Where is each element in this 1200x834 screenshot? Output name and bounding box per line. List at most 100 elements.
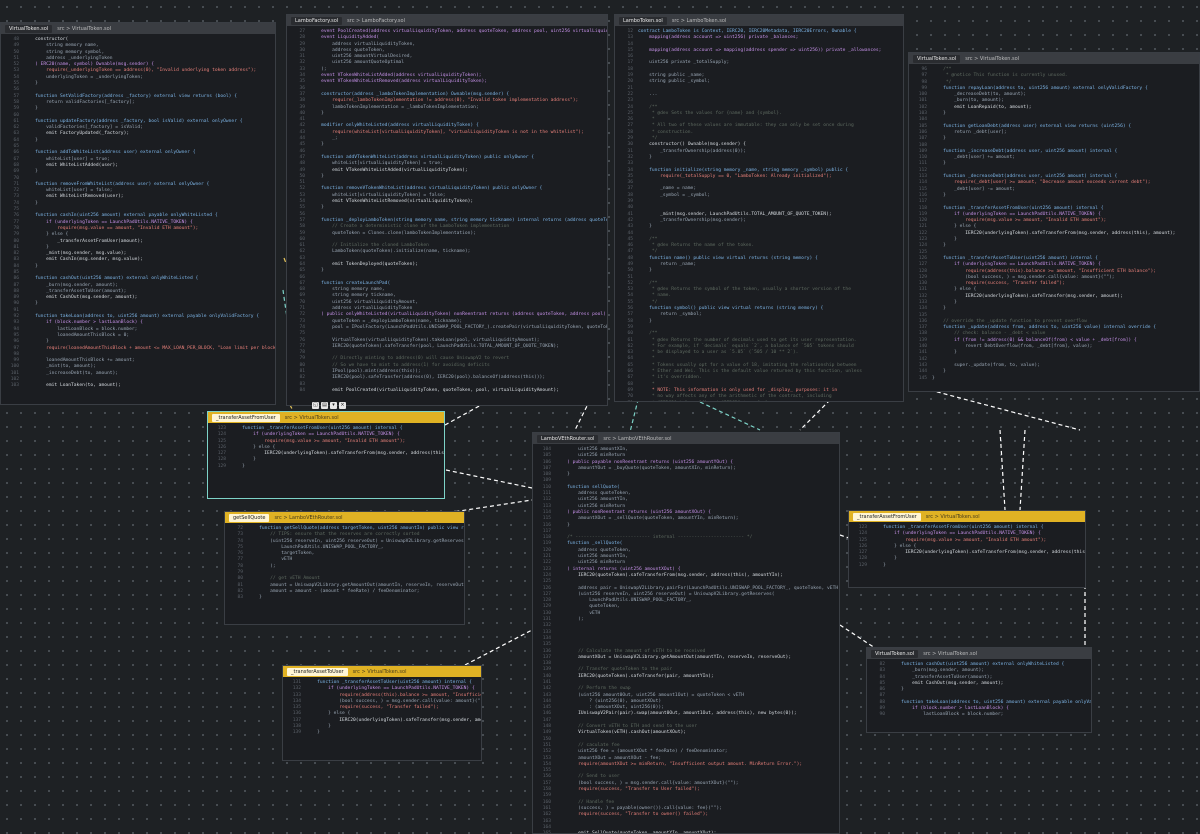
code-line[interactable]: 114 ) public nonReentrant returns (uint2…	[533, 510, 839, 516]
code-line[interactable]: 81 }	[1, 245, 275, 251]
code-line[interactable]: 70 uint256 virtualLiquidityAmount,	[287, 300, 607, 306]
code-line[interactable]: 43 require(whiteList[virtualLiquidityTok…	[287, 130, 607, 136]
code-line[interactable]: 92 function takeLoan(address to, uint256…	[1, 314, 275, 320]
function-tab[interactable]: getSellQuote	[229, 513, 270, 522]
code-line[interactable]: 157 (bool success, ) = msg.sender.call{v…	[533, 781, 839, 787]
code-line[interactable]: 142 // Perform the swap	[533, 686, 839, 692]
code-line[interactable]: 111 address quoteToken,	[533, 491, 839, 497]
code-line[interactable]: 110 _debt[user] += amount;	[909, 155, 1199, 161]
code-line[interactable]: 88 _transferAssetToUser(amount);	[1, 289, 275, 295]
code-line[interactable]: 134 }	[909, 306, 1199, 312]
code-line[interactable]: 76 targetToken,	[225, 551, 464, 557]
code-line[interactable]: 68 *	[615, 382, 903, 388]
expand-icon[interactable]: ◱	[312, 402, 319, 409]
code-line[interactable]: 32 uint256 amountQuoteOptimal	[287, 60, 607, 66]
code-line[interactable]: 72 ) public onlyWhiteListed(virtualLiqui…	[287, 312, 607, 318]
code-line[interactable]: 72 function getSellQuote(address targetT…	[225, 526, 464, 532]
panel-titlebar[interactable]: _transferAssetFromUser src > VirtualToke…	[208, 412, 444, 423]
code-line[interactable]: 108 }	[533, 472, 839, 478]
panel-titlebar[interactable]: LamboVEthRouter.sol src > LamboVEthRoute…	[533, 433, 839, 444]
code-line[interactable]: 127 IERC20(underlyingToken).safeTransfer…	[849, 550, 1085, 556]
code-line[interactable]: 51	[615, 275, 903, 281]
code-line[interactable]: 13 mapping(address account => uint256) p…	[615, 35, 903, 41]
code-line[interactable]: 89 if (block.number > lastLoanBlock) {	[867, 706, 1091, 712]
code-line[interactable]: 59 }	[1, 106, 275, 112]
code-line[interactable]: 101 _increaseDebt(to, amount);	[1, 371, 275, 377]
snippet-transfer-asset-from-user-2[interactable]: _transferAssetFromUser src > VirtualToke…	[848, 510, 1086, 588]
code-line[interactable]: 55 */	[615, 300, 903, 306]
code-line[interactable]: 151 // caculate fee	[533, 743, 839, 749]
code-body[interactable]: 27 event PoolCreated(address virtualLiqu…	[287, 26, 607, 394]
code-line[interactable]: 127 IERC20(underlyingToken).safeTransfer…	[208, 451, 444, 457]
editor-panel-virtualtoken-2[interactable]: VirtualToken.sol src > VirtualToken.sol …	[908, 52, 1200, 392]
function-tab[interactable]: _transferAssetToUser	[287, 667, 348, 676]
code-line[interactable]: 69 * NOTE: This information is only used…	[615, 388, 903, 394]
code-line[interactable]: 123 ) internal returns (uint256 amountXO…	[533, 567, 839, 573]
code-line[interactable]: 18	[615, 67, 903, 73]
code-line[interactable]: 67 function createLaunchPad(	[287, 281, 607, 287]
code-line[interactable]: 155	[533, 768, 839, 774]
code-line[interactable]: 74 }	[1, 201, 275, 207]
code-line[interactable]: 112 uint256 amountYIn,	[533, 497, 839, 503]
panel-titlebar[interactable]: getSellQuote src > LamboVEthRouter.sol	[225, 512, 464, 523]
code-line[interactable]: 83 }	[225, 595, 464, 601]
code-line[interactable]: 136 } else {	[283, 711, 481, 717]
code-line[interactable]: 139 if (from != address(0) && balanceOf(…	[909, 338, 1199, 344]
code-line[interactable]: 67 * it's overridden.	[615, 375, 903, 381]
panel-titlebar[interactable]: _transferAssetFromUser src > VirtualToke…	[849, 511, 1085, 522]
code-line[interactable]: 51	[287, 180, 607, 186]
code-line[interactable]: 164	[533, 825, 839, 831]
code-line[interactable]: 117	[909, 199, 1199, 205]
code-line[interactable]: 76 VirtualToken(virtualLiquidityToken).t…	[287, 338, 607, 344]
function-tab[interactable]: _transferAssetFromUser	[212, 413, 280, 422]
code-line[interactable]: 32 }	[615, 155, 903, 161]
code-line[interactable]: 86 function cashOut(uint256 amount) exte…	[1, 276, 275, 282]
code-line[interactable]: 126 } else {	[849, 544, 1085, 550]
code-line[interactable]: 85 emit CashOut(msg.sender, amount);	[867, 681, 1091, 687]
code-line[interactable]: 88 function takeLoan(address to, uint256…	[867, 700, 1091, 706]
code-line[interactable]: 99 loanedAmountThisBlock += amount;	[1, 358, 275, 364]
editor-panel-lambofactory[interactable]: LamboFactory.sol src > LamboFactory.sol …	[286, 14, 608, 406]
code-line[interactable]: 125	[909, 250, 1199, 256]
code-line[interactable]: 74 (uint256 reserveIn, uint256 reserveOu…	[225, 539, 464, 545]
code-line[interactable]: 122 IERC20(underlyingToken).safeTransfer…	[909, 231, 1199, 237]
code-line[interactable]: 50 }	[615, 268, 903, 274]
editor-panel-virtualtoken[interactable]: VirtualToken.sol src > VirtualToken.sol …	[0, 22, 276, 405]
code-line[interactable]: 144 }	[909, 369, 1199, 375]
code-line[interactable]: 76 function cashIn(uint256 amount) exter…	[1, 213, 275, 219]
code-line[interactable]: 110 function sellQuote(	[533, 485, 839, 491]
code-line[interactable]: 127 (uint256 reserveIn, uint256 reserveO…	[533, 592, 839, 598]
code-line[interactable]: 158 require(success, "Transfer to User f…	[533, 787, 839, 793]
code-line[interactable]: 59	[615, 325, 903, 331]
code-line[interactable]: 61 // Initialize the cloned LamboToken	[287, 243, 607, 249]
code-line[interactable]: 44 _;	[287, 136, 607, 142]
code-line[interactable]: 62 * For example, if `decimals` equals `…	[615, 344, 903, 350]
code-line[interactable]: 36	[287, 86, 607, 92]
code-line[interactable]: 137 IERC20(underlyingToken).safeTransfer…	[283, 718, 481, 724]
code-line[interactable]: 41	[287, 117, 607, 123]
code-line[interactable]: 159	[533, 793, 839, 799]
code-line[interactable]: 82 _mint(msg.sender, msg.value);	[1, 251, 275, 257]
code-line[interactable]: 123 }	[909, 237, 1199, 243]
code-line[interactable]: 134	[533, 636, 839, 642]
panel-titlebar[interactable]: VirtualToken.sol src > VirtualToken.sol	[867, 648, 1091, 659]
close-icon[interactable]: ×	[339, 402, 346, 409]
code-line[interactable]: 66 function addToWhiteList(address user)…	[1, 150, 275, 156]
code-line[interactable]: 122 uint256 minReturn	[533, 560, 839, 566]
code-line[interactable]: 65 }	[287, 268, 607, 274]
code-line[interactable]: 55 }	[287, 205, 607, 211]
code-line[interactable]: 152 uint256 fee = (amountXOut * feeRate)…	[533, 749, 839, 755]
code-line[interactable]: 145 : (amountXOut, uint256(0));	[533, 705, 839, 711]
code-line[interactable]: 71 * {IERC20-balanceOf} and {IERC20-tran…	[615, 401, 903, 402]
code-line[interactable]: 121 } else {	[909, 224, 1199, 230]
code-line[interactable]: 39	[615, 199, 903, 205]
code-line[interactable]: 57 return _symbol;	[615, 312, 903, 318]
code-line[interactable]: 28 * construction.	[615, 130, 903, 136]
code-line[interactable]: 69 }	[1, 169, 275, 175]
code-line[interactable]: 138 }	[283, 724, 481, 730]
code-line[interactable]: 160 // Handle fee	[533, 800, 839, 806]
split-icon[interactable]: ▤	[321, 402, 328, 409]
code-line[interactable]: 36	[615, 180, 903, 186]
code-line[interactable]: 98	[1, 352, 275, 358]
code-line[interactable]: 107 amountYOut = _buyQuote(quoteToken, a…	[533, 466, 839, 472]
